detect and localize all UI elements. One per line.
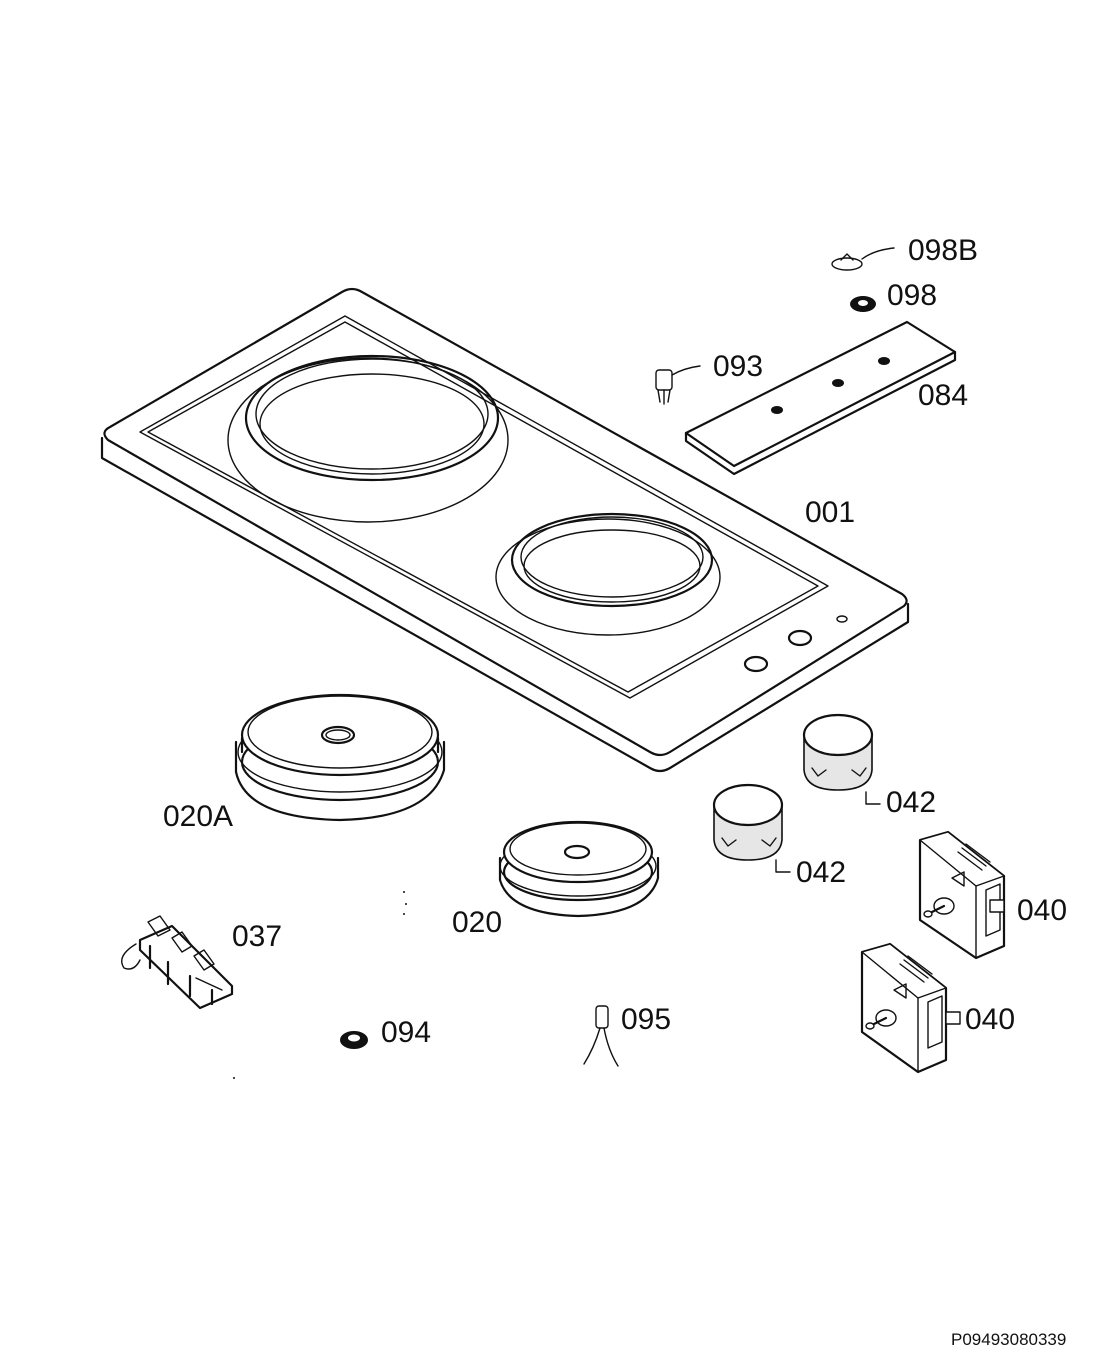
part-093-screw bbox=[655, 365, 701, 405]
speck-marks bbox=[233, 891, 407, 1079]
part-037-terminal-block bbox=[121, 915, 234, 1010]
part-040-regulator-upper bbox=[918, 830, 1006, 960]
label-040-lower: 040 bbox=[965, 1003, 1015, 1036]
part-040-regulator-lower bbox=[860, 942, 961, 1074]
label-093: 093 bbox=[713, 350, 763, 383]
label-094: 094 bbox=[381, 1016, 431, 1049]
label-040-upper: 040 bbox=[1017, 894, 1067, 927]
label-037: 037 bbox=[232, 920, 282, 953]
label-020a: 020A bbox=[163, 800, 233, 833]
reference-code: P09493080339 bbox=[951, 1330, 1066, 1349]
part-042-knob-upper bbox=[802, 713, 881, 805]
part-098-nut bbox=[850, 296, 876, 312]
label-098: 098 bbox=[887, 279, 937, 312]
part-001-hob-plate bbox=[100, 287, 910, 773]
label-042-upper: 042 bbox=[886, 786, 936, 819]
part-020-small-hotplate bbox=[498, 820, 660, 918]
label-084: 084 bbox=[918, 379, 968, 412]
label-001: 001 bbox=[805, 496, 855, 529]
part-084-control-strip bbox=[684, 320, 957, 476]
label-042-lower: 042 bbox=[796, 856, 846, 889]
label-098b: 098B bbox=[908, 234, 978, 267]
part-020a-large-hotplate bbox=[234, 693, 446, 822]
part-095-sensor bbox=[583, 1005, 619, 1067]
part-094-nut bbox=[340, 1031, 368, 1049]
label-020: 020 bbox=[452, 906, 502, 939]
label-095: 095 bbox=[621, 1003, 671, 1036]
part-098b-cap bbox=[831, 247, 895, 271]
part-042-knob-lower bbox=[712, 783, 791, 873]
